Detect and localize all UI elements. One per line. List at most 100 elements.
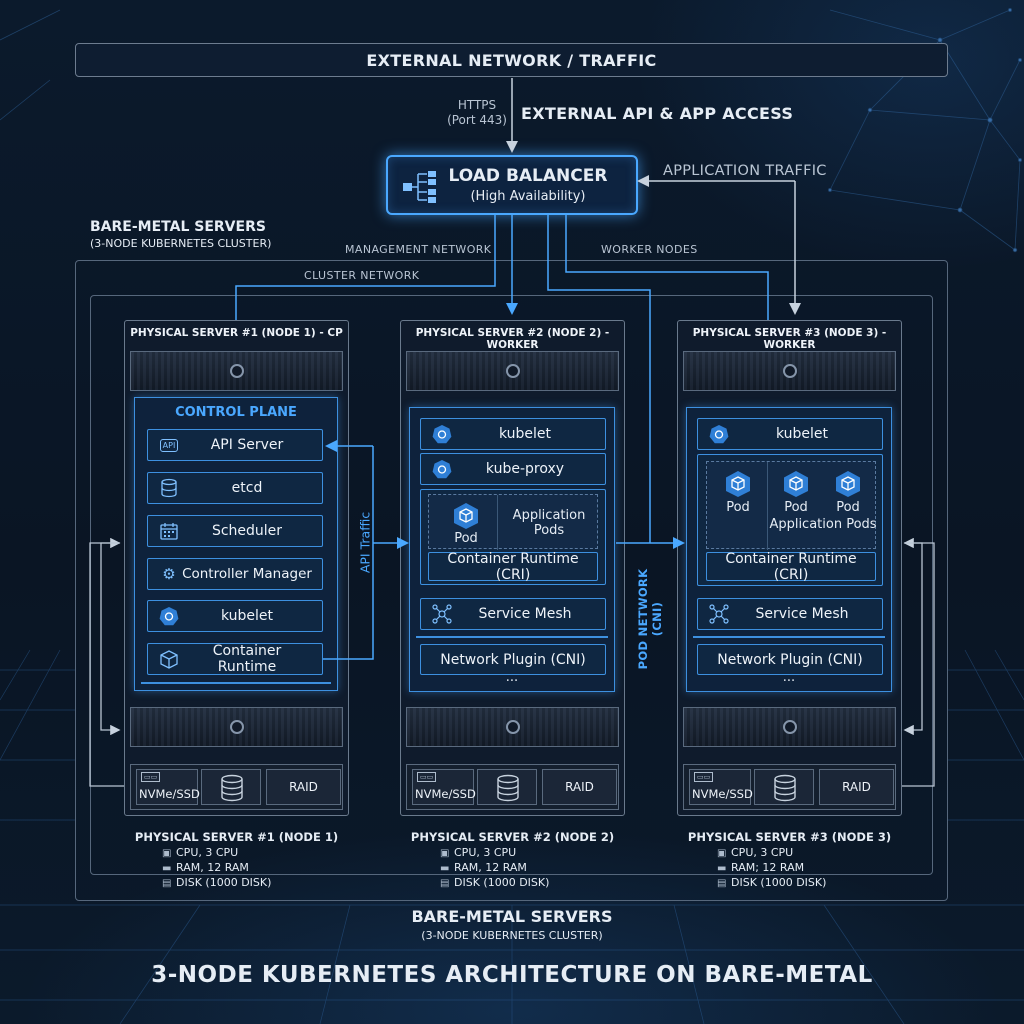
raid-cell-3: RAID xyxy=(819,769,894,805)
bare-metal-top-subtitle: (3-NODE KUBERNETES CLUSTER) xyxy=(90,237,272,250)
application-pods-label-3: Application Pods xyxy=(769,517,877,532)
disk-cell-3 xyxy=(754,769,814,805)
load-balancer-subtitle: (High Availability) xyxy=(470,189,586,204)
ram-icon: ▬ xyxy=(162,863,172,874)
nvme-label-3: NVMe/SSD xyxy=(692,787,753,801)
service-mesh-component-2[interactable]: Service Mesh xyxy=(420,598,606,630)
kubelet-component-2[interactable]: kubelet xyxy=(420,418,606,450)
disk-icon: ▤ xyxy=(162,878,172,889)
pod-icon xyxy=(726,471,750,497)
kubelet-component-1[interactable]: kubelet xyxy=(147,600,323,632)
kubelet-label-2: kubelet xyxy=(498,426,552,442)
kubernetes-icon xyxy=(156,606,182,626)
nvme-cell-2: ▭▭ NVMe/SSD xyxy=(412,769,476,805)
ssd-icon: ▭▭ xyxy=(694,772,714,782)
cpu-icon: ▣ xyxy=(162,848,172,859)
server-caption-1: PHYSICAL SERVER #1 (NODE 1) xyxy=(134,830,339,844)
kubelet-label-1: kubelet xyxy=(220,608,274,624)
disk-cell-2 xyxy=(477,769,537,805)
pod-group-3[interactable]: Pod Pod Pod Application Pods xyxy=(706,461,877,550)
raid-label-3: RAID xyxy=(842,780,871,794)
api-icon: API xyxy=(156,438,182,452)
server-caption-3: PHYSICAL SERVER #3 (NODE 3) xyxy=(687,830,892,844)
bare-metal-bottom-title: BARE-METAL SERVERS xyxy=(411,907,613,926)
rack-title-1: PHYSICAL SERVER #1 (NODE 1) - CP xyxy=(130,327,343,339)
cube-icon xyxy=(156,649,182,669)
server-rack-2: PHYSICAL SERVER #2 (NODE 2) - WORKER ▭▭ … xyxy=(400,320,625,816)
disk-spec-2: DISK (1000 DISK) xyxy=(454,876,550,889)
nvme-cell-3: ▭▭ NVMe/SSD xyxy=(689,769,753,805)
ssd-icon: ▭▭ xyxy=(417,772,437,782)
application-pods-label-2: Application Pods xyxy=(512,508,586,538)
cri-component-2[interactable]: Container Runtime (CRI) xyxy=(428,551,598,583)
rack-unit-bottom-2 xyxy=(406,707,619,747)
cpu-spec-3: CPU, 3 CPU xyxy=(731,846,794,859)
https-label-group: HTTPS (Port 443) xyxy=(432,98,522,128)
network-plugin-component-2[interactable]: Network Plugin (CNI) xyxy=(420,644,606,675)
network-plugin-component-3[interactable]: Network Plugin (CNI) xyxy=(697,644,883,675)
raid-label-2: RAID xyxy=(565,780,594,794)
load-balancer[interactable]: LOAD BALANCER (High Availability) xyxy=(386,155,638,215)
pod-label-3c: Pod xyxy=(836,500,860,515)
mesh-icon xyxy=(706,604,732,624)
controller-manager-component[interactable]: ⚙ Controller Manager xyxy=(147,558,323,590)
rack-unit-top-2 xyxy=(406,351,619,391)
rack-unit-top-1 xyxy=(130,351,343,391)
pod-label-2: Pod xyxy=(454,531,478,546)
port-label: (Port 443) xyxy=(447,113,507,127)
rack-unit-top-3 xyxy=(683,351,896,391)
rack-unit-bottom-1 xyxy=(130,707,343,747)
network-plugin-label-2: Network Plugin (CNI) xyxy=(440,651,586,668)
storage-unit-3: ▭▭ NVMe/SSD RAID xyxy=(683,764,896,810)
ram-icon: ▬ xyxy=(717,863,727,874)
worker-nodes-label: WORKER NODES xyxy=(601,243,698,256)
pod-group-2[interactable]: Pod Application Pods xyxy=(428,494,598,550)
api-server-component[interactable]: API API Server xyxy=(147,429,323,461)
disk-icon: ▤ xyxy=(717,878,727,889)
etcd-component[interactable]: etcd xyxy=(147,472,323,504)
load-balancer-title: LOAD BALANCER xyxy=(448,166,608,186)
bare-metal-top-title: BARE-METAL SERVERS xyxy=(90,219,266,235)
server-specs-3: ▣CPU, 3 CPU ▬RAM; 12 RAM ▤DISK (1000 DIS… xyxy=(717,846,826,891)
bare-metal-bottom-subtitle: (3-NODE KUBERNETES CLUSTER) xyxy=(421,929,603,942)
mesh-icon xyxy=(429,604,455,624)
pod-network-label: POD NETWORK (CNI) xyxy=(636,568,664,670)
api-server-label: API Server xyxy=(210,437,284,453)
server-specs-2: ▣CPU, 3 CPU ▬RAM, 12 RAM ▤DISK (1000 DIS… xyxy=(440,846,549,891)
kubernetes-icon xyxy=(429,424,455,444)
server-caption-2: PHYSICAL SERVER #2 (NODE 2) xyxy=(410,830,615,844)
database-icon xyxy=(156,478,182,498)
service-mesh-component-3[interactable]: Service Mesh xyxy=(697,598,883,630)
calendar-icon xyxy=(156,521,182,541)
container-runtime-component[interactable]: Container Runtime xyxy=(147,643,323,675)
ram-spec-3: RAM; 12 RAM xyxy=(731,861,805,874)
cpu-icon: ▣ xyxy=(440,848,450,859)
scheduler-component[interactable]: Scheduler xyxy=(147,515,323,547)
pod-icon xyxy=(784,471,808,497)
network-plugin-label-3: Network Plugin (CNI) xyxy=(717,651,863,668)
disk-cell-1 xyxy=(201,769,261,805)
rack-unit-bottom-3 xyxy=(683,707,896,747)
server-specs-1: ▣CPU, 3 CPU ▬RAM, 12 RAM ▤DISK (1000 DIS… xyxy=(162,846,271,891)
pod-divider xyxy=(497,495,498,550)
storage-unit-1: ▭▭ NVMe/SSD RAID xyxy=(130,764,343,810)
disk-stack-icon xyxy=(497,774,519,802)
https-label: HTTPS xyxy=(457,98,497,112)
external-api-access-label: EXTERNAL API & APP ACCESS xyxy=(521,104,794,123)
panel-divider xyxy=(693,636,885,638)
panel-divider xyxy=(416,636,608,638)
ram-spec-2: RAM, 12 RAM xyxy=(454,861,527,874)
pod-label-3b: Pod xyxy=(784,500,808,515)
service-mesh-label-2: Service Mesh xyxy=(478,606,572,622)
rack-title-3: PHYSICAL SERVER #3 (NODE 3) - WORKER xyxy=(692,327,887,351)
service-mesh-label-3: Service Mesh xyxy=(755,606,849,622)
nvme-cell-1: ▭▭ NVMe/SSD xyxy=(136,769,200,805)
cri-component-3[interactable]: Container Runtime (CRI) xyxy=(706,551,876,583)
ram-spec-1: RAM, 12 RAM xyxy=(176,861,249,874)
kubelet-component-3[interactable]: kubelet xyxy=(697,418,883,450)
ssd-icon: ▭▭ xyxy=(141,772,161,782)
raid-cell-2: RAID xyxy=(542,769,617,805)
load-balancer-icon xyxy=(403,171,436,203)
kube-proxy-component[interactable]: kube-proxy xyxy=(420,453,606,485)
